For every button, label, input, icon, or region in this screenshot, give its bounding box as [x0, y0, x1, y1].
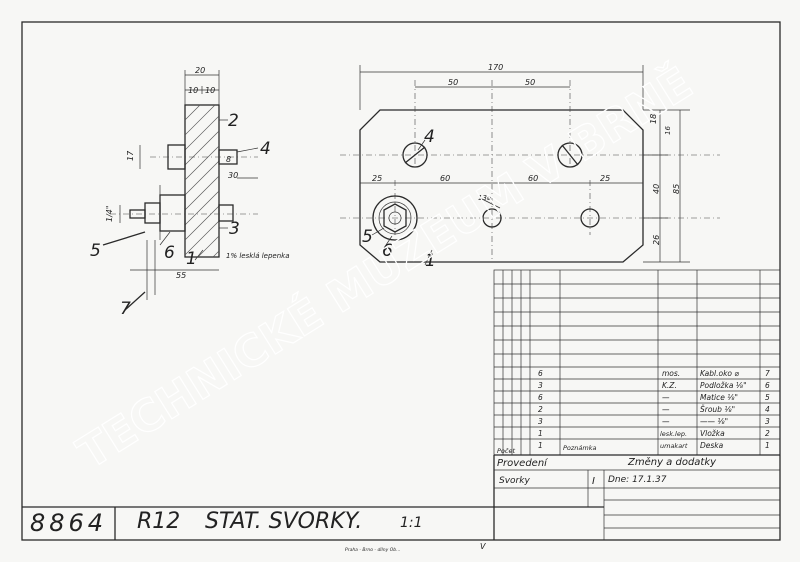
part-left-2: 2 — [228, 111, 239, 131]
part-left-5: 5 — [90, 241, 101, 261]
dim-50a: 50 — [448, 78, 458, 87]
bom-count-5: 6 — [538, 393, 543, 402]
bom-count-1: 1 — [538, 441, 543, 450]
bom-pos-3: 3 — [765, 417, 770, 426]
drawing-number: 8864 — [30, 509, 108, 537]
part-right-5: 5 — [362, 227, 373, 247]
drawing-scale: 1:1 — [400, 515, 423, 531]
revision-roman: I — [592, 476, 595, 487]
bom-text: 6 mos. Kabl.oko ⌀ 7 3 K.Z. Podložka ⅛" 6… — [497, 369, 770, 455]
bom-name-7: Kabl.oko ⌀ — [700, 369, 739, 378]
bom-count-6: 3 — [538, 381, 543, 390]
bom-mat-2: lesk.lep. — [660, 430, 687, 438]
bom-pos-4: 4 — [765, 405, 770, 414]
bom-count-2: 1 — [538, 429, 543, 438]
part-numbers: 2 4 3 5 6 1 7 1% lesklá lepenka 4 5 6 1 — [90, 111, 436, 319]
dim-10a: 10 — [188, 86, 198, 95]
dim-26: 26 — [652, 235, 661, 245]
provedeni-label: Provedení — [497, 458, 547, 469]
footer-mark: V — [480, 542, 486, 551]
bom-pos-7: 7 — [765, 369, 770, 378]
title-block-grid — [22, 454, 780, 540]
bom-name-5: Matice ⅛" — [700, 393, 738, 402]
bom-pos-1: 1 — [765, 441, 770, 450]
bom-header-count: Počet — [497, 447, 515, 455]
bom-mat-5: — — [662, 393, 670, 402]
dim-55: 55 — [176, 271, 186, 280]
dim-18: 18 — [649, 114, 658, 124]
dim-85: 85 — [672, 184, 681, 194]
bom-name-1: Deska — [700, 441, 724, 450]
dim-20: 20 — [195, 66, 205, 75]
bom-name-3: —— ⅛" — [700, 417, 728, 426]
bom-count-7: 6 — [538, 369, 543, 378]
zmeny-label: Změny a dodatky — [628, 457, 717, 468]
bom-mat-4: — — [662, 405, 670, 414]
bom-name-6: Podložka ⅛" — [700, 381, 747, 390]
museum-watermark: TECHNICKÉ MUZEUM V BRNĚ — [68, 56, 702, 479]
dim-17a: 17 — [126, 150, 135, 161]
note-lepenka: 1% lesklá lepenka — [226, 252, 290, 260]
part-right-6: 6 — [382, 241, 393, 261]
dim-50b: 50 — [525, 78, 535, 87]
bom-mat-1: umakart — [660, 442, 688, 450]
dim-25a: 25 — [372, 174, 382, 183]
bom-count-4: 2 — [538, 405, 543, 414]
dim-25b: 25 — [600, 174, 610, 183]
dim-16r: 16 — [664, 126, 672, 135]
bom-pos-5: 5 — [765, 393, 770, 402]
bom-pos-6: 6 — [765, 381, 770, 390]
part-left-3: 3 — [229, 219, 240, 239]
dim-60a: 60 — [440, 174, 450, 183]
bom-count-3: 3 — [538, 417, 543, 426]
bom-mat-6: K.Z. — [662, 381, 677, 390]
bom-mat-3: — — [662, 417, 670, 426]
dim-30: 30 — [228, 171, 238, 180]
dim-13dia: 13⌀ — [478, 194, 492, 202]
bom-pos-2: 2 — [765, 429, 770, 438]
part-right-4: 4 — [424, 127, 435, 147]
sub-name: Svorky — [499, 476, 530, 486]
bom-grid — [493, 269, 781, 456]
dim-40: 40 — [652, 184, 661, 194]
printer-note: Praha - Brno - dílny Ob... — [345, 546, 400, 553]
dim-10b: 10 — [205, 86, 215, 95]
section-view — [102, 70, 259, 311]
bom-mat-7: mos. — [662, 369, 680, 378]
part-left-1: 1 — [186, 249, 197, 269]
dim-170: 170 — [488, 63, 503, 72]
dimension-labels: 20 10 10 17 8 30 1/4" 55 170 50 50 25 60… — [105, 63, 681, 280]
part-left-6: 6 — [164, 243, 175, 263]
plan-view — [340, 65, 720, 266]
part-left-4: 4 — [260, 139, 271, 159]
drawing-code: R12 — [137, 509, 181, 534]
dim-quarter: 1/4" — [105, 205, 114, 222]
date-label: Dne: 17.1.37 — [608, 475, 667, 485]
bom-name-4: Šroub ⅛" — [700, 405, 735, 414]
part-left-7: 7 — [120, 299, 131, 319]
bom-name-2: Vložka — [700, 429, 725, 438]
dim-60b: 60 — [528, 174, 538, 183]
dim-8: 8 — [226, 155, 231, 164]
bom-header-note: Poznámka — [563, 444, 597, 452]
drawing-title: STAT. SVORKY. — [205, 509, 363, 534]
part-right-1: 1 — [425, 251, 436, 271]
